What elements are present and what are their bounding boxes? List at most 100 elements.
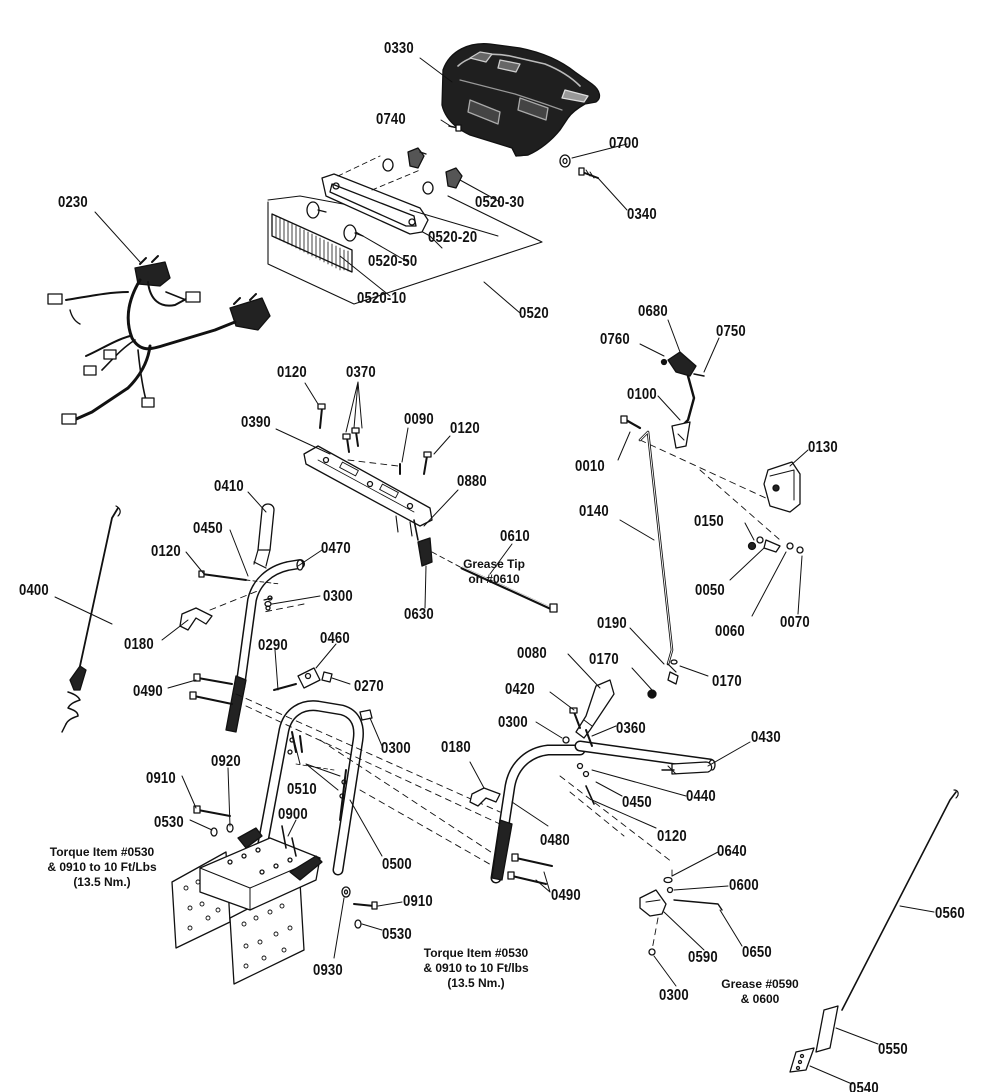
callout-0340: 0340 xyxy=(627,206,657,223)
callout-0120-upper-mid: 0120 xyxy=(450,420,480,437)
bolt-part-0910-right xyxy=(354,902,377,909)
bracket-part-0390 xyxy=(304,446,432,536)
nut-part-0300-left xyxy=(264,598,372,720)
callout-0170-left: 0170 xyxy=(589,651,619,668)
callout-0140: 0140 xyxy=(579,503,609,520)
callout-0920: 0920 xyxy=(211,753,241,770)
callout-0520-10: 0520-10 xyxy=(357,290,407,307)
callout-0530-right: 0530 xyxy=(382,926,412,943)
screw-part-0360 xyxy=(586,730,592,746)
callout-0490-right: 0490 xyxy=(551,887,581,904)
grip-part-0430 xyxy=(662,762,712,774)
callout-0120-right: 0120 xyxy=(657,828,687,845)
rod-part-0140 xyxy=(640,432,676,672)
callout-0270: 0270 xyxy=(354,678,384,695)
note-torque-right-line-3: (13.5 Nm.) xyxy=(447,976,505,990)
callout-0640: 0640 xyxy=(717,843,747,860)
callout-0550: 0550 xyxy=(878,1041,908,1058)
callout-0520-50: 0520-50 xyxy=(368,253,418,270)
callout-0600: 0600 xyxy=(729,877,759,894)
callout-0610: 0610 xyxy=(500,528,530,545)
frame-part-0500 xyxy=(262,706,358,870)
bulb-part-0520-50 xyxy=(307,202,363,241)
cable-part-0560 xyxy=(842,790,958,1010)
callout-0930: 0930 xyxy=(313,962,343,979)
note-grease-tip-line-1: Grease Tip xyxy=(463,557,525,571)
callout-0180-right: 0180 xyxy=(441,739,471,756)
bolt-part-0910-left xyxy=(194,806,230,816)
callout-0530-left: 0530 xyxy=(154,814,184,831)
callout-0420: 0420 xyxy=(505,681,535,698)
callout-0100: 0100 xyxy=(627,386,657,403)
callout-0450-right: 0450 xyxy=(622,794,652,811)
note-torque-left: Torque Item #0530 & 0910 to 10 Ft/Lbs (1… xyxy=(22,845,182,890)
screw-part-0010 xyxy=(621,416,640,428)
callout-0410: 0410 xyxy=(214,478,244,495)
callout-0370: 0370 xyxy=(346,364,376,381)
callout-0560: 0560 xyxy=(935,905,965,922)
note-grease-tip: Grease Tip on #0610 xyxy=(434,557,554,587)
fastener-group-0370 xyxy=(318,404,431,540)
bolt-part-0510 xyxy=(292,732,334,770)
callout-0480: 0480 xyxy=(540,832,570,849)
mounting-plate-right xyxy=(230,882,304,984)
washer-part-0530-right xyxy=(355,920,361,928)
pin-part-0600 xyxy=(668,888,673,893)
socket-part-0520-30 xyxy=(383,148,462,194)
handle-part-0480 xyxy=(492,746,715,880)
note-torque-right-line-2: & 0910 to 10 Ft/lbs xyxy=(423,961,529,975)
screw-part-0450-right xyxy=(586,786,594,804)
nut-part-0300-lower xyxy=(649,949,655,955)
callout-0300-right-upper: 0300 xyxy=(498,714,528,731)
callout-0090: 0090 xyxy=(404,411,434,428)
callout-0330: 0330 xyxy=(384,40,414,57)
washer-part-0700 xyxy=(560,155,570,167)
sleeve-part-0550 xyxy=(816,1006,838,1052)
spring-part-0650 xyxy=(674,900,722,910)
washer-part-0640 xyxy=(664,878,672,883)
callout-0680: 0680 xyxy=(638,303,668,320)
note-grease-0590-line-2: & 0600 xyxy=(740,992,780,1006)
callout-0080: 0080 xyxy=(517,645,547,662)
note-grease-tip-line-2: on #0610 xyxy=(468,572,520,586)
callout-0540: 0540 xyxy=(849,1080,879,1092)
callout-0520-30: 0520-30 xyxy=(475,194,525,211)
callout-0190: 0190 xyxy=(597,615,627,632)
light-assembly-part-0520 xyxy=(268,148,542,304)
cable-part-0400 xyxy=(62,506,120,732)
callout-0300-lower: 0300 xyxy=(659,987,689,1004)
fastener-group-0170 xyxy=(648,660,678,698)
note-torque-left-line-2: & 0910 to 10 Ft/Lbs xyxy=(47,860,157,874)
callout-0910-right: 0910 xyxy=(403,893,433,910)
callout-0460: 0460 xyxy=(320,630,350,647)
screw-part-0340 xyxy=(579,168,598,178)
callout-leader-lines xyxy=(55,58,934,1084)
callout-0470: 0470 xyxy=(321,540,351,557)
clip-part-0180-left xyxy=(180,608,212,630)
callout-0060: 0060 xyxy=(715,623,745,640)
spring-part-0630 xyxy=(418,538,432,566)
callout-0360: 0360 xyxy=(616,720,646,737)
note-grease-0590: Grease #0590 & 0600 xyxy=(700,977,820,1007)
bracket-part-0590 xyxy=(640,890,666,916)
nut-part-0300-right xyxy=(563,737,569,743)
lever-part-0100 xyxy=(672,376,694,448)
callout-0590: 0590 xyxy=(688,949,718,966)
callout-0300-upper-left: 0300 xyxy=(323,588,353,605)
callout-0650: 0650 xyxy=(742,944,772,961)
callout-0630: 0630 xyxy=(404,606,434,623)
assembly-guide-lines xyxy=(210,440,780,950)
bolt-part-0420 xyxy=(570,708,580,728)
callout-0180-left: 0180 xyxy=(124,636,154,653)
callout-0230: 0230 xyxy=(58,194,88,211)
callout-0520-20: 0520-20 xyxy=(428,229,478,246)
bolt-part-0490-left xyxy=(190,674,232,704)
bracket-part-0460 xyxy=(298,668,320,688)
callout-0390: 0390 xyxy=(241,414,271,431)
fastener-group-0150 xyxy=(749,537,804,553)
note-grease-0590-line-1: Grease #0590 xyxy=(721,977,799,991)
callout-0910-left: 0910 xyxy=(146,770,176,787)
nut-part-0270 xyxy=(322,672,332,682)
washer-part-0930 xyxy=(342,887,350,897)
bolt-part-0490-right xyxy=(508,854,552,884)
